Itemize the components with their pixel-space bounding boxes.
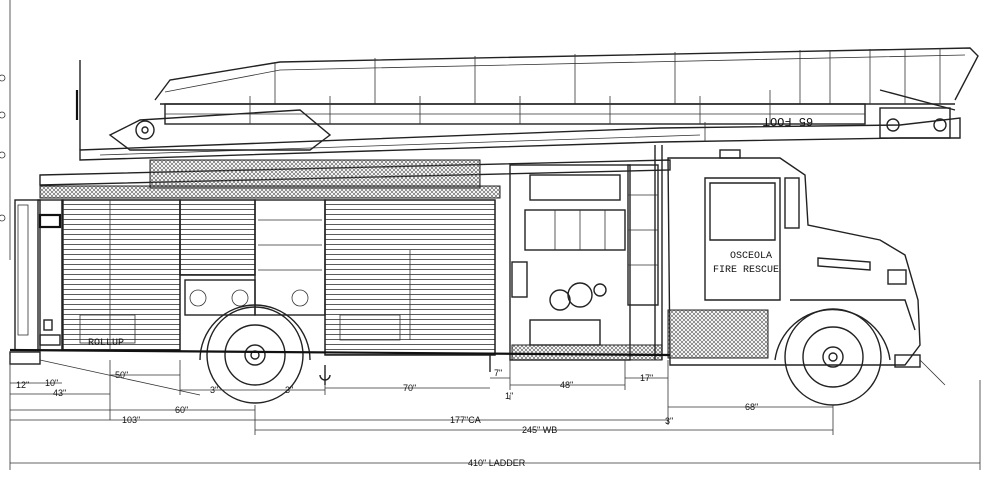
compartment-3 [254,199,326,316]
ladder-size-label: 65 FOOT [763,114,813,128]
dim-10: 10" [45,378,58,388]
dim-70: 70" [403,383,416,393]
front-wheel [774,308,891,406]
compartment-4 [324,199,496,356]
rear-body [14,199,64,351]
dim-12: 12" [16,380,29,390]
door-text-line1: OSCEOLA [730,251,772,262]
dim-3c: 3" [665,416,673,426]
ladder-tip-mechanism [879,89,956,139]
dim-177: 177"CA [450,415,481,425]
dim-3a: 3" [210,385,218,395]
rear-wheel [199,304,311,404]
dim-1: 1" [505,391,513,401]
roof-storage [149,159,481,189]
dim-43: 43" [53,388,66,398]
page-edge-marks [0,0,11,260]
aerial-ladder: 65 FOOT [75,47,979,161]
dim-410: 410" LADDER [468,458,526,468]
dim-60: 60" [175,405,188,415]
dim-50: 50" [115,370,128,380]
dim-3b: 3" [285,385,293,395]
dim-48: 48" [560,380,573,390]
cab: OSCEOLA FIRE RESCUE [667,149,921,368]
dim-17: 17" [640,373,653,383]
dim-103: 103" [122,415,140,425]
rear-compartment: ROLLUP [61,199,181,351]
dim-245: 245" WB [522,425,557,435]
pump-panel [509,145,663,361]
rollup-label: ROLLUP [88,338,124,349]
dim-68: 68" [745,402,758,412]
dimension-lines: 12" 10" 43" 50" 60" 103" 3" 3" 70" 7" 1"… [9,355,981,470]
door-text-line2: FIRE RESCUE [713,265,779,276]
compartment-2 [179,199,256,316]
upper-body-trim [39,185,501,199]
mirror [784,177,800,229]
dim-7: 7" [494,368,502,378]
